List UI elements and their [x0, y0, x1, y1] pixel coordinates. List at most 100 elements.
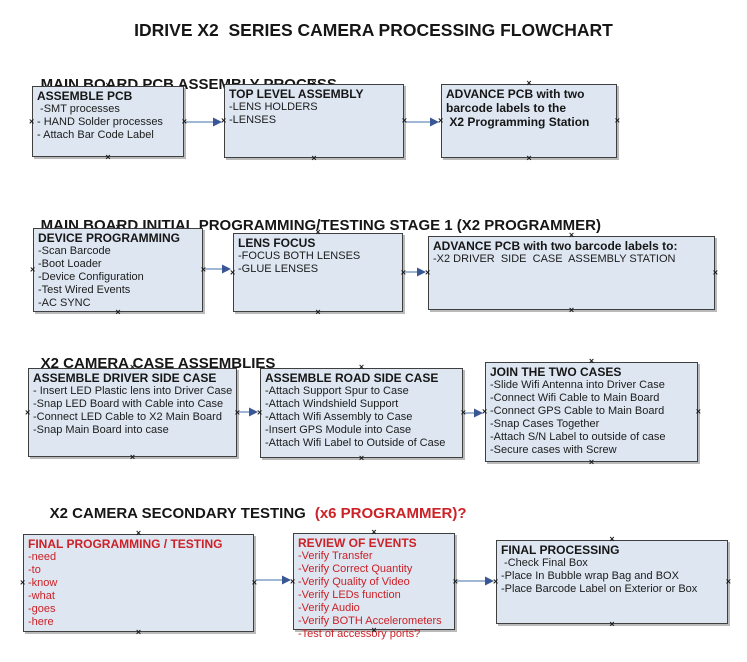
box-item: -Snap LED Board with Cable into Case	[33, 398, 224, 410]
box-item: -Verify Quality of Video	[298, 576, 410, 588]
connector-anchor-icon: ×	[105, 152, 111, 162]
connector-anchor-icon: ×	[311, 153, 317, 163]
box-title-line: ASSEMBLE PCB	[37, 89, 133, 103]
box-final-processing: FINAL PROCESSING -Check Final Box-Place …	[493, 535, 731, 629]
box-item: -what	[28, 590, 55, 602]
box-device-programming: DEVICE PROGRAMMING -Scan Barcode-Boot Lo…	[30, 223, 206, 317]
box-item: -Verify BOTH Accelerometers	[298, 615, 442, 627]
connector-anchor-icon: ×	[221, 115, 227, 126]
box-item: -Verify Correct Quantity	[298, 563, 413, 575]
section-4-heading-suffix: (x6 PROGRAMMER)?	[314, 505, 467, 522]
connector-anchor-icon: ×	[200, 264, 206, 275]
box-title-line: ASSEMBLE ROAD SIDE CASE	[265, 371, 439, 385]
box-title-line: ASSEMBLE DRIVER SIDE CASE	[33, 371, 217, 385]
connector-anchor-icon: ×	[482, 406, 488, 417]
box-lens-focus: LENS FOCUS -FOCUS BOTH LENSES-GLUE LENSE…	[230, 228, 406, 317]
box-item: -Attach Windshield Support	[265, 398, 399, 410]
box-item: -LENS HOLDERS	[229, 101, 318, 113]
arrow-driver-side-to-road-side	[238, 407, 258, 417]
connector-anchor-icon: ×	[614, 115, 620, 126]
box-item: -Verify Transfer	[298, 550, 373, 562]
connector-anchor-icon: ×	[105, 80, 111, 90]
box-item: -Test of accessory ports?	[298, 628, 421, 640]
box-item: -Connect GPS Cable to Main Board	[490, 405, 665, 417]
connector-anchor-icon: ×	[358, 453, 365, 463]
box-item: -Secure cases with Screw	[490, 444, 617, 456]
box-final-programming-testing: FINAL PROGRAMMING / TESTING -need-to-kno…	[20, 529, 257, 637]
connector-anchor-icon: ×	[425, 267, 431, 278]
box-item: -X2 DRIVER SIDE CASE ASSEMBLY STATION	[433, 253, 676, 265]
section-3-heading: X2 CAMERA CASE ASSEMBLIES	[24, 338, 284, 389]
connector-anchor-icon: ×	[135, 528, 142, 538]
box-item: -Slide Wifi Antenna into Driver Case	[490, 379, 665, 391]
box-review-of-events: REVIEW OF EVENTS -Verify Transfer-Verify…	[290, 528, 458, 641]
box-title: FINAL PROGRAMMING / TESTING	[28, 537, 249, 551]
box-title-line: ADVANCE PCB with two barcode labels to:	[433, 239, 678, 253]
box-item: -Device Configuration	[38, 271, 144, 283]
box-title-line: REVIEW OF EVENTS	[298, 536, 417, 550]
connector-anchor-icon: ×	[290, 576, 296, 586]
connector-anchor-icon: ×	[30, 264, 36, 275]
box-item: -Place In Bubble wrap Bag and BOX	[501, 570, 679, 582]
connector-anchor-icon: ×	[695, 406, 701, 417]
box-items: -Check Final Box-Place In Bubble wrap Ba…	[501, 557, 723, 596]
box-item: -AC SYNC	[38, 297, 91, 309]
box-items: -LENS HOLDERS-LENSES	[229, 101, 399, 127]
box-title-line: X2 Programming Station	[446, 115, 590, 129]
box-item: -know	[28, 577, 58, 589]
connector-anchor-icon: ×	[609, 619, 615, 629]
connector-anchor-icon: ×	[371, 527, 377, 537]
box-item: -Snap Cases Together	[490, 418, 600, 430]
box-item: -Connect Wifi Cable to Main Board	[490, 392, 660, 404]
connector-anchor-icon: ×	[438, 115, 444, 126]
connector-anchor-icon: ×	[181, 116, 187, 126]
arrow-assemble-pcb-to-top-level	[186, 117, 222, 127]
box-title: DEVICE PROGRAMMING	[38, 231, 198, 245]
box-title-line: ADVANCE PCB with two	[446, 87, 585, 101]
box-item: -to	[28, 564, 41, 576]
box-item: -Verify LEDs function	[298, 589, 401, 601]
box-item: -Verify Audio	[298, 602, 360, 614]
box-assemble-driver-side-case: ASSEMBLE DRIVER SIDE CASE - Insert LED P…	[25, 363, 240, 462]
connector-anchor-icon: ×	[400, 267, 406, 277]
connector-anchor-icon: ×	[115, 222, 121, 232]
connector-anchor-icon: ×	[230, 267, 236, 277]
box-item: -Snap Main Board into case	[33, 424, 169, 436]
box-title-line: LENS FOCUS	[238, 236, 316, 250]
arrow-review-to-final-processing	[456, 576, 494, 586]
page-title: IDRIVE X2 SERIES CAMERA PROCESSING FLOWC…	[134, 20, 613, 40]
box-items: -FOCUS BOTH LENSES-GLUE LENSES	[238, 250, 398, 276]
connector-anchor-icon: ×	[712, 267, 718, 278]
section-3-heading-text: X2 CAMERA CASE ASSEMBLIES	[40, 355, 276, 372]
box-item: -Connect LED Cable to X2 Main Board	[33, 411, 222, 423]
box-title: ASSEMBLE ROAD SIDE CASE	[265, 371, 458, 385]
box-items: -Slide Wifi Antenna into Driver Case-Con…	[490, 379, 693, 457]
box-assemble-pcb: ASSEMBLE PCB -SMT processes- HAND Solder…	[29, 81, 187, 162]
box-item: -GLUE LENSES	[238, 263, 319, 275]
connector-anchor-icon: ×	[257, 407, 263, 418]
box-title: JOIN THE TWO CASES	[490, 365, 693, 379]
arrow-lens-focus-to-advance-pcb	[404, 267, 426, 277]
box-item: -Boot Loader	[38, 258, 102, 270]
connector-anchor-icon: ×	[588, 356, 595, 366]
connector-anchor-icon: ×	[20, 577, 26, 588]
connector-anchor-icon: ×	[115, 307, 121, 317]
box-item: -FOCUS BOTH LENSES	[238, 250, 361, 262]
box-items: -SMT processes- HAND Solder processes- A…	[37, 103, 179, 142]
box-item: -Scan Barcode	[38, 245, 111, 257]
box-title-line: DEVICE PROGRAMMING	[38, 231, 181, 245]
box-title: LENS FOCUS	[238, 236, 398, 250]
box-title-line: barcode labels to the	[446, 101, 567, 115]
arrow-road-side-to-join-cases	[464, 408, 483, 418]
connector-anchor-icon: ×	[358, 362, 365, 372]
box-title: ADVANCE PCB with two barcode labels to:	[433, 239, 710, 253]
box-item: -Insert GPS Module into Case	[265, 424, 412, 436]
connector-anchor-icon: ×	[371, 625, 377, 635]
connector-anchor-icon: ×	[315, 227, 321, 237]
box-assemble-road-side-case: ASSEMBLE ROAD SIDE CASE -Attach Support …	[257, 363, 466, 463]
box-item: - HAND Solder processes	[37, 116, 163, 128]
box-title-line: TOP LEVEL ASSEMBLY	[229, 87, 364, 101]
box-title-line: JOIN THE TWO CASES	[490, 365, 622, 379]
